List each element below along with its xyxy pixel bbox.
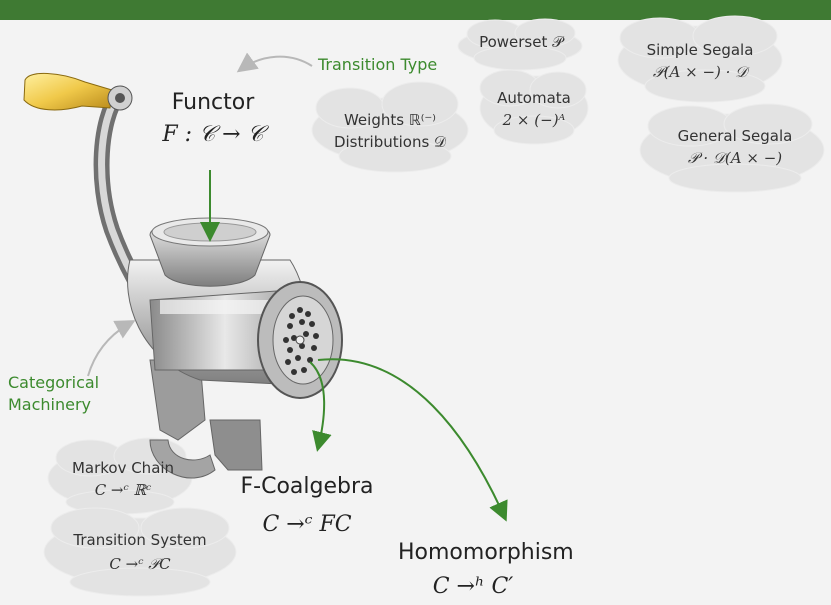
cloud-weights-line1: Weights ℝ⁽⁻⁾ <box>315 112 465 129</box>
categorical-machinery-pointer <box>88 322 132 376</box>
categorical-machinery-line1: Categorical <box>8 374 99 392</box>
cloud-automata-line1: Automata <box>489 90 579 107</box>
cloud-general-segala-line1: General Segala <box>660 128 810 145</box>
coalgebra-title: F-Coalgebra <box>232 474 382 499</box>
cloud-simple-segala-line1: Simple Segala <box>630 42 770 59</box>
transition-type-annotation: Transition Type <box>318 56 437 74</box>
cloud-transition-system <box>44 508 236 596</box>
cloud-markov-chain-line1: Markov Chain <box>58 460 188 477</box>
functor-title: Functor <box>163 90 263 115</box>
functor-formula: F : 𝒞 → 𝒞 <box>143 122 283 147</box>
cloud-markov-chain-line2: C →ᶜ ℝᶜ <box>58 482 188 499</box>
cloud-weights-line2: Distributions 𝒟 <box>315 134 465 151</box>
transition-type-pointer <box>240 57 312 70</box>
cloud-simple-segala-line2: 𝒫(A × −) · 𝒟 <box>630 64 770 81</box>
coalgebra-formula: C →ᶜ FC <box>242 512 372 537</box>
cloud-automata-line2: 2 × (−)ᴬ <box>489 112 579 129</box>
cloud-general-segala-line2: 𝒫 · 𝒟(A × −) <box>660 150 810 167</box>
cloud-transition-system-line1: Transition System <box>55 532 225 549</box>
cloud-general-segala <box>640 104 824 192</box>
categorical-machinery-line2: Machinery <box>8 396 91 414</box>
homomorphism-formula: C →ʰ C′ <box>413 574 533 599</box>
cloud-transition-system-line2: C →ᶜ 𝒫C <box>55 556 225 573</box>
cloud-powerset-label: Powerset 𝒫 <box>475 34 567 51</box>
homomorphism-title: Homomorphism <box>398 540 548 565</box>
